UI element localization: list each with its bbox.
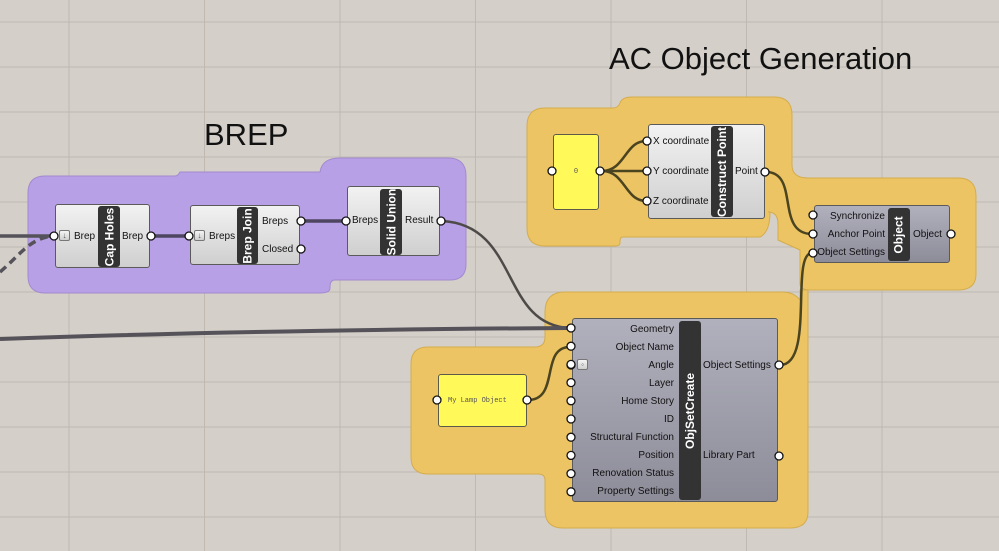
output-label: Object <box>913 229 942 240</box>
component-nickname: ObjSetCreate <box>679 321 701 500</box>
input-label: Layer <box>648 378 674 389</box>
output-label: Breps <box>262 216 289 227</box>
input-label: Y coordinate <box>653 166 709 177</box>
input-label: Renovation Status <box>592 468 674 479</box>
output-label: Library Part <box>703 450 755 461</box>
component-nickname: Cap Holes <box>98 206 120 267</box>
component-nickname: Object <box>888 208 910 261</box>
input-label: Object Settings <box>817 247 885 258</box>
input-label: Property Settings <box>597 486 674 497</box>
wires <box>0 139 813 402</box>
input-label: Home Story <box>621 396 674 407</box>
group-title-brep: BREP <box>204 117 289 152</box>
component-nickname: Construct Point <box>711 126 733 217</box>
wire-point-to-anchor[interactable] <box>765 170 813 236</box>
output-label: Result <box>405 215 434 226</box>
construct-point-component[interactable]: X coordinate Y coordinate Z coordinate C… <box>648 124 765 219</box>
input-label: Anchor Point <box>827 229 885 240</box>
number-panel[interactable]: 0 <box>553 134 599 210</box>
input-label: Geometry <box>630 324 674 335</box>
wire-left-to-geometry[interactable] <box>0 326 571 341</box>
group-title-ac-object-generation: AC Object Generation <box>609 41 913 76</box>
input-label: Z coordinate <box>653 196 709 207</box>
input-label: Brep <box>74 231 96 242</box>
output-label: Closed <box>262 244 294 255</box>
cap-holes-component[interactable]: ↓ Brep Cap Holes Brep <box>55 204 150 268</box>
input-label: Structural Function <box>590 432 674 443</box>
brep-join-component[interactable]: ↓ Breps Brep Join Breps Closed <box>190 205 300 265</box>
input-label: X coordinate <box>653 136 710 147</box>
angle-toggle-icon[interactable]: ◦ <box>577 359 588 370</box>
input-label: Angle <box>648 360 674 371</box>
wire-dashed-into-cap-holes[interactable] <box>0 234 54 274</box>
component-nickname: Solid Union <box>380 189 402 255</box>
object-name-panel[interactable]: My Lamp Object <box>438 374 527 427</box>
objsetcreate-component[interactable]: ◦ Geometry Object Name Angle Layer Home … <box>572 318 778 502</box>
output-label: Object Settings <box>703 360 771 371</box>
input-label: ID <box>664 414 674 425</box>
input-label: Breps <box>209 231 236 242</box>
output-label: Brep <box>122 231 144 242</box>
component-nickname: Brep Join <box>237 207 258 264</box>
solid-union-component[interactable]: Breps Solid Union Result <box>347 186 440 256</box>
object-component[interactable]: Synchronize Anchor Point Object Settings… <box>814 205 950 263</box>
wire-name-panel-to-object-name[interactable] <box>527 345 571 402</box>
output-label: Point <box>735 166 758 177</box>
input-label: Position <box>638 450 674 461</box>
wire-panel-to-z[interactable] <box>601 169 647 203</box>
input-label: Breps <box>352 215 379 226</box>
wire-solid-union-to-geometry[interactable] <box>441 219 571 330</box>
input-label: Object Name <box>615 342 674 353</box>
flatten-icon[interactable]: ↓ <box>59 230 70 241</box>
wire-settings-to-object[interactable] <box>779 251 813 367</box>
input-label: Synchronize <box>829 211 885 222</box>
flatten-icon[interactable]: ↓ <box>194 230 205 241</box>
